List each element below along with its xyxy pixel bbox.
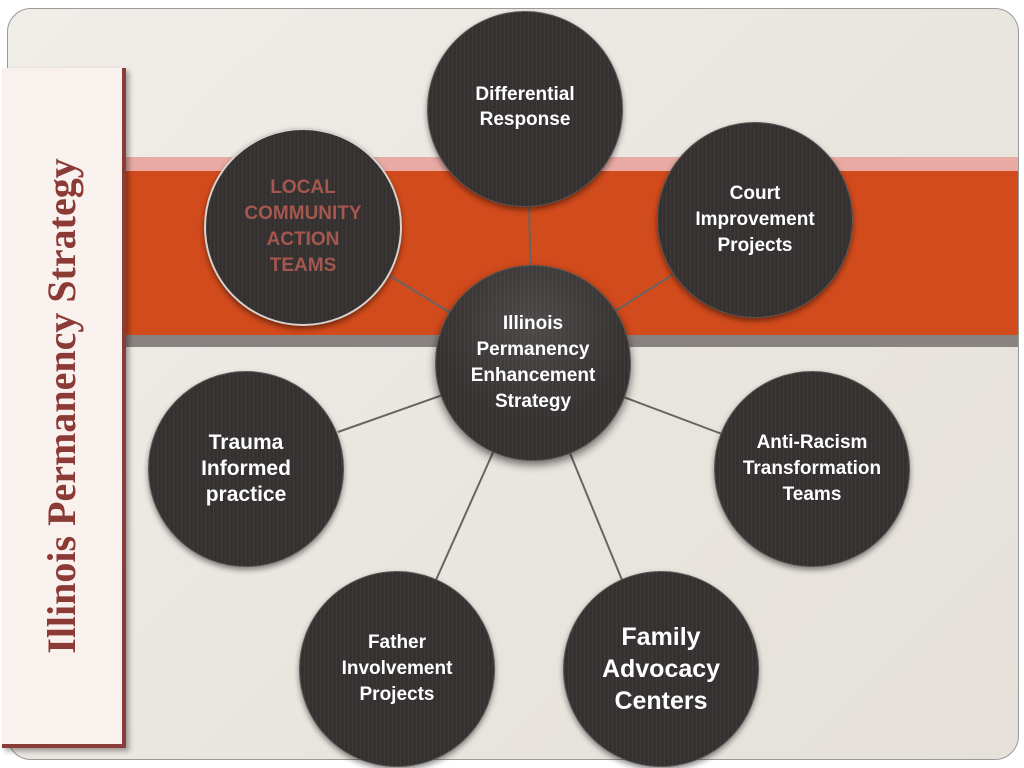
node-label: LOCAL COMMUNITY ACTION TEAMS	[244, 177, 362, 276]
node-court-improvement: Court Improvement Projects	[657, 122, 853, 318]
side-title-panel: Illinois Permanency Strategy	[2, 68, 126, 748]
node-local-community: LOCAL COMMUNITY ACTION TEAMS	[204, 128, 402, 326]
node-center: Illinois Permanency Enhancement Strategy	[435, 265, 631, 461]
node-father-involvement: Father Involvement Projects	[299, 571, 495, 767]
node-label: Father Involvement Projects	[341, 632, 453, 705]
node-label: Court Improvement Projects	[695, 183, 815, 256]
node-anti-racism: Anti-Racism Transformation Teams	[714, 371, 910, 567]
node-label: Anti-Racism Transformation Teams	[742, 432, 882, 505]
node-label: Illinois Permanency Enhancement Strategy	[470, 313, 596, 412]
node-trauma-informed: Trauma Informed practice	[148, 371, 344, 567]
node-differential-response: Differential Response	[427, 11, 623, 207]
node-label: Differential Response	[475, 84, 575, 130]
node-label: Family Advocacy Centers	[601, 623, 721, 715]
node-label: Trauma Informed practice	[201, 431, 291, 506]
node-family-advocacy: Family Advocacy Centers	[563, 571, 759, 767]
